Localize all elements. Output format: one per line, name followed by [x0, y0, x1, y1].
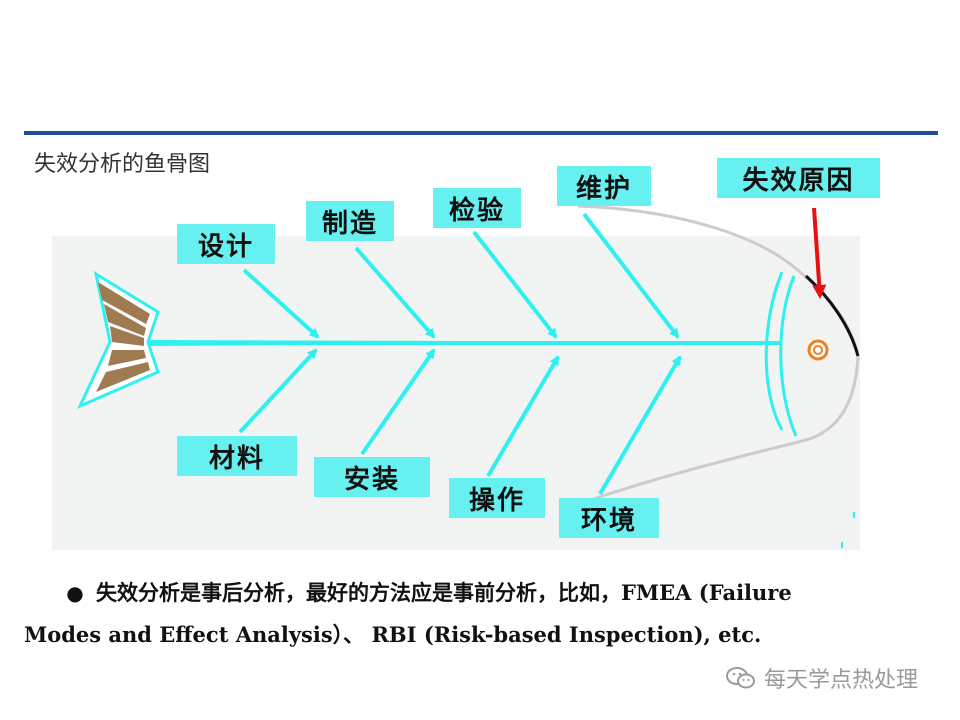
cause-box-maintenance: 维护 [557, 166, 651, 206]
note-line-2: Modes and Effect Analysis）、 RBI (Risk-ba… [24, 622, 762, 647]
note-line-1: ● 失效分析是事后分析，最好的方法应是事前分析，比如，FMEA (Failure [24, 572, 942, 614]
cause-box-manufacturing: 制造 [306, 201, 394, 241]
bullet-note: ●失效分析是事后分析，最好的方法应是事前分析，比如，FMEA (Failure … [24, 572, 942, 656]
tail-fin-stripe [108, 350, 146, 366]
bone-top-2 [354, 246, 436, 339]
cause-box-design: 设计 [177, 224, 275, 264]
cause-box-inspection: 检验 [433, 188, 521, 228]
fish-eye-inner [813, 345, 823, 355]
wechat-icon [726, 667, 755, 689]
gill-line [779, 275, 798, 437]
bone-bottom-4 [598, 355, 682, 496]
bone-top-1 [242, 268, 320, 339]
cause-box-operation: 操作 [449, 478, 545, 518]
tail-fin-stripe [98, 282, 150, 324]
fish-tail [76, 270, 160, 409]
tail-fin-stripe [110, 326, 144, 346]
watermark: 每天学点热处理 [726, 662, 918, 694]
bone-bottom-1 [238, 348, 318, 434]
top-rule [24, 131, 938, 135]
bone-top-3 [472, 230, 558, 339]
head-label-box: 失效原因 [717, 158, 880, 198]
fish-head [577, 204, 860, 548]
fish-belly-outline [589, 355, 860, 502]
diagram-title: 失效分析的鱼骨图 [34, 152, 211, 177]
bone-bottom-2 [360, 348, 436, 456]
cause-box-environment: 环境 [559, 498, 659, 538]
note-line-1-text: 失效分析是事后分析，最好的方法应是事前分析，比如，FMEA (Failure [96, 580, 792, 605]
bone-bottom-3 [486, 355, 560, 478]
fish-snout-edge [804, 274, 860, 357]
gill-line [764, 271, 784, 431]
cause-box-material: 材料 [177, 436, 297, 476]
cause-box-installation: 安装 [314, 457, 430, 497]
bone-top-4 [582, 212, 680, 339]
tail-fin-stripe [96, 362, 150, 392]
tail-fin-stripe [104, 304, 146, 336]
watermark-text: 每天学点热处理 [764, 668, 919, 693]
bullet-icon: ● [66, 581, 84, 605]
failure-cause-arrow [812, 207, 827, 299]
